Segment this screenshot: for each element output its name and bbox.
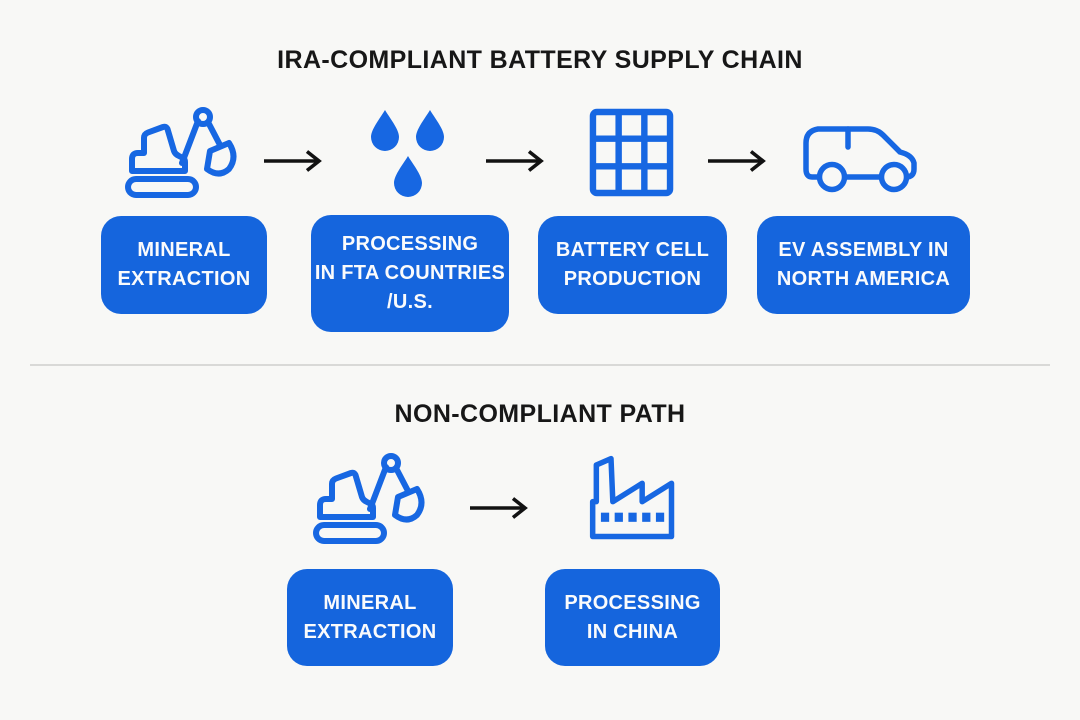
arrow-right-icon bbox=[706, 148, 772, 174]
excavator-icon bbox=[125, 106, 237, 198]
step-box-battery-cell-production: BATTERY CELL PRODUCTION bbox=[538, 216, 727, 314]
step-box-processing-fta: PROCESSING IN FTA COUNTRIES /U.S. bbox=[311, 215, 509, 332]
step-box-ev-assembly: EV ASSEMBLY IN NORTH AMERICA bbox=[757, 216, 970, 314]
car-icon bbox=[802, 116, 924, 194]
noncompliant-section-title: NON-COMPLIANT PATH bbox=[394, 400, 686, 428]
step-box-mineral-extraction: MINERAL EXTRACTION bbox=[287, 569, 453, 666]
water-drops-icon bbox=[371, 110, 447, 198]
factory-icon bbox=[589, 452, 677, 544]
arrow-right-icon bbox=[468, 495, 534, 521]
excavator-icon bbox=[313, 452, 425, 544]
step-box-processing-in-china: PROCESSING IN CHINA bbox=[545, 569, 720, 666]
arrow-right-icon bbox=[484, 148, 550, 174]
step-box-mineral-extraction: MINERAL EXTRACTION bbox=[101, 216, 267, 314]
battery-cell-grid-icon bbox=[589, 108, 674, 197]
compliant-section-title: IRA-COMPLIANT BATTERY SUPPLY CHAIN bbox=[277, 46, 803, 74]
arrow-right-icon bbox=[262, 148, 328, 174]
section-divider bbox=[30, 364, 1050, 366]
